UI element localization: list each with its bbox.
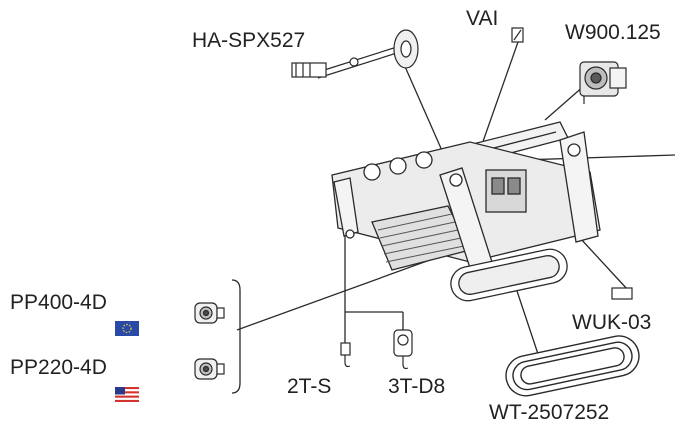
hook-single-part — [340, 342, 351, 368]
leader-remote — [579, 237, 629, 291]
valve-part — [511, 27, 524, 43]
track-belt-part — [505, 335, 640, 397]
label-winch: HA-SPX527 — [192, 29, 306, 52]
label-power-pack-eu: PP400-4D — [10, 291, 107, 314]
label-winch-motor: W900.125 — [565, 21, 661, 44]
label-hook-block: 3T-D8 — [388, 375, 446, 398]
hook-block-part — [393, 329, 413, 370]
label-remote-control: WUK-03 — [572, 311, 652, 334]
eu-flag-icon — [115, 321, 139, 336]
remote-control-part — [611, 287, 633, 300]
leader-valve — [479, 41, 519, 151]
winch-motor-part — [579, 61, 627, 104]
power-pack-eu-part — [194, 302, 225, 324]
leader-winch — [402, 61, 448, 163]
power-pack-us-part — [194, 358, 225, 380]
label-power-pack-us: PP220-4D — [10, 356, 107, 379]
power-pack-bracket — [231, 279, 241, 394]
label-track-belt: WT-2507252 — [489, 401, 610, 424]
label-hook-single: 2T-S — [287, 375, 332, 398]
crane-machine — [331, 121, 601, 302]
label-valve: VAI — [466, 7, 499, 30]
us-flag-icon — [115, 387, 139, 402]
winch-assembly — [291, 29, 419, 79]
leader-winch-motor — [544, 84, 586, 121]
